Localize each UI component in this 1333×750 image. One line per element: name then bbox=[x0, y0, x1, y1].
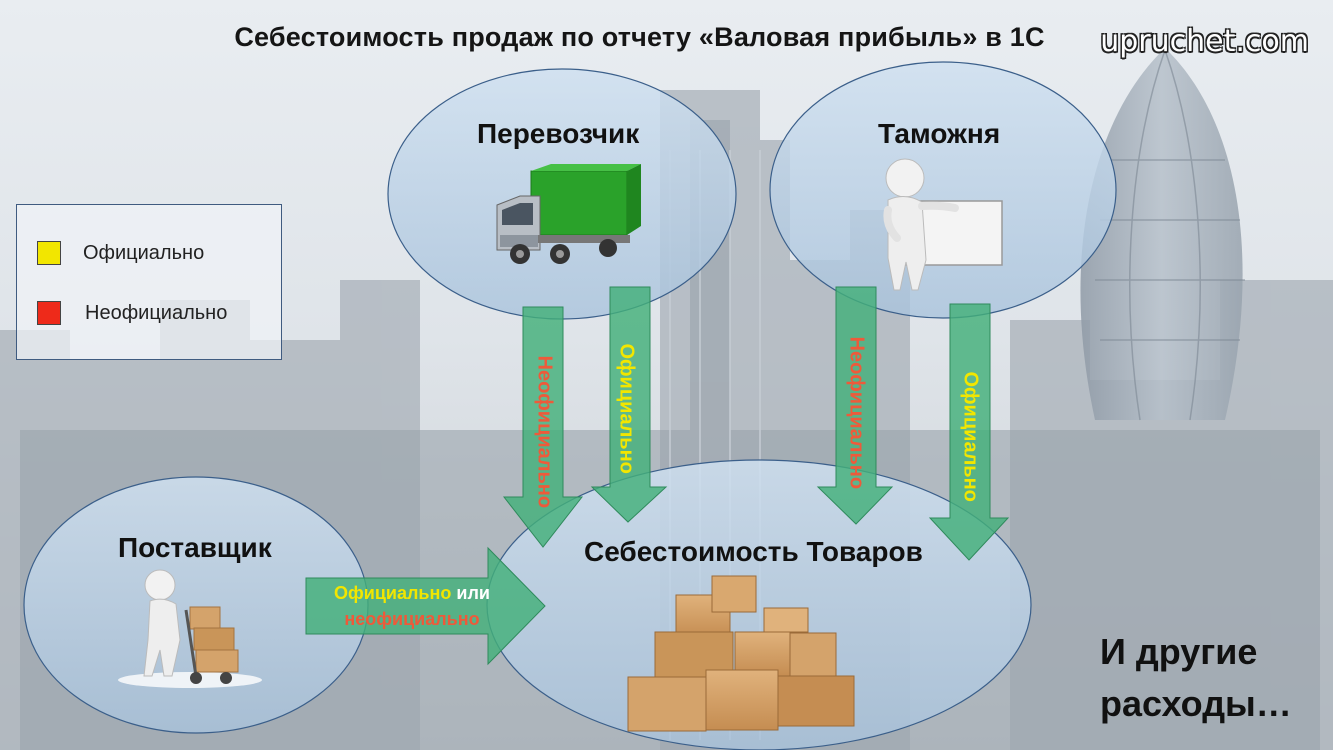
arrow-customs-unofficial bbox=[816, 286, 894, 525]
legend-label-unofficial: Неофициально bbox=[85, 301, 228, 324]
legend-label-official: Официально bbox=[83, 241, 205, 264]
arrow-carrier-unofficial bbox=[502, 306, 584, 548]
arrow-carrier-official bbox=[590, 286, 668, 523]
official-swatch bbox=[37, 241, 61, 265]
customs-ellipse bbox=[769, 61, 1117, 319]
carrier-label: Перевозчик bbox=[477, 118, 640, 149]
customs-unofficial-label: Неофициально bbox=[845, 336, 868, 490]
supplier-label: Поставщик bbox=[118, 532, 272, 563]
legend-item-official: Официально bbox=[37, 241, 204, 265]
person-with-sign-icon bbox=[883, 158, 1003, 291]
legend-item-unofficial: Неофициально bbox=[37, 301, 227, 325]
supplier-unofficial-text: неофициально bbox=[344, 609, 480, 629]
other-expenses-note: И другие расходы… bbox=[1100, 626, 1292, 730]
customs-label: Таможня bbox=[878, 118, 1001, 149]
cardboard-boxes-icon bbox=[627, 575, 855, 732]
page-title: Себестоимость продаж по отчету «Валовая … bbox=[0, 22, 1333, 53]
other-expenses-line2: расходы… bbox=[1100, 683, 1292, 724]
page-title-text: Себестоимость продаж по отчету «Валовая … bbox=[234, 22, 1045, 52]
carrier-unofficial-label: Неофициально bbox=[533, 355, 556, 509]
carrier-official-label: Официально bbox=[615, 343, 638, 474]
cost-label: Себестоимость Товаров bbox=[584, 536, 923, 567]
supplier-or-text: или bbox=[456, 583, 490, 603]
person-with-hand-truck-icon bbox=[118, 569, 262, 688]
arrow-supplier bbox=[305, 546, 546, 666]
legend: Официально Неофициально bbox=[16, 204, 282, 360]
site-watermark: upruchet.com bbox=[1100, 24, 1309, 59]
customs-official-label: Официально bbox=[959, 371, 982, 502]
unofficial-swatch bbox=[37, 301, 61, 325]
supplier-official-text: Официально bbox=[334, 583, 452, 603]
arrow-customs-official bbox=[928, 303, 1010, 561]
truck-icon bbox=[496, 164, 641, 264]
supplier-flow-label: Официально или неофициально bbox=[306, 580, 518, 632]
other-expenses-line1: И другие bbox=[1100, 631, 1258, 672]
